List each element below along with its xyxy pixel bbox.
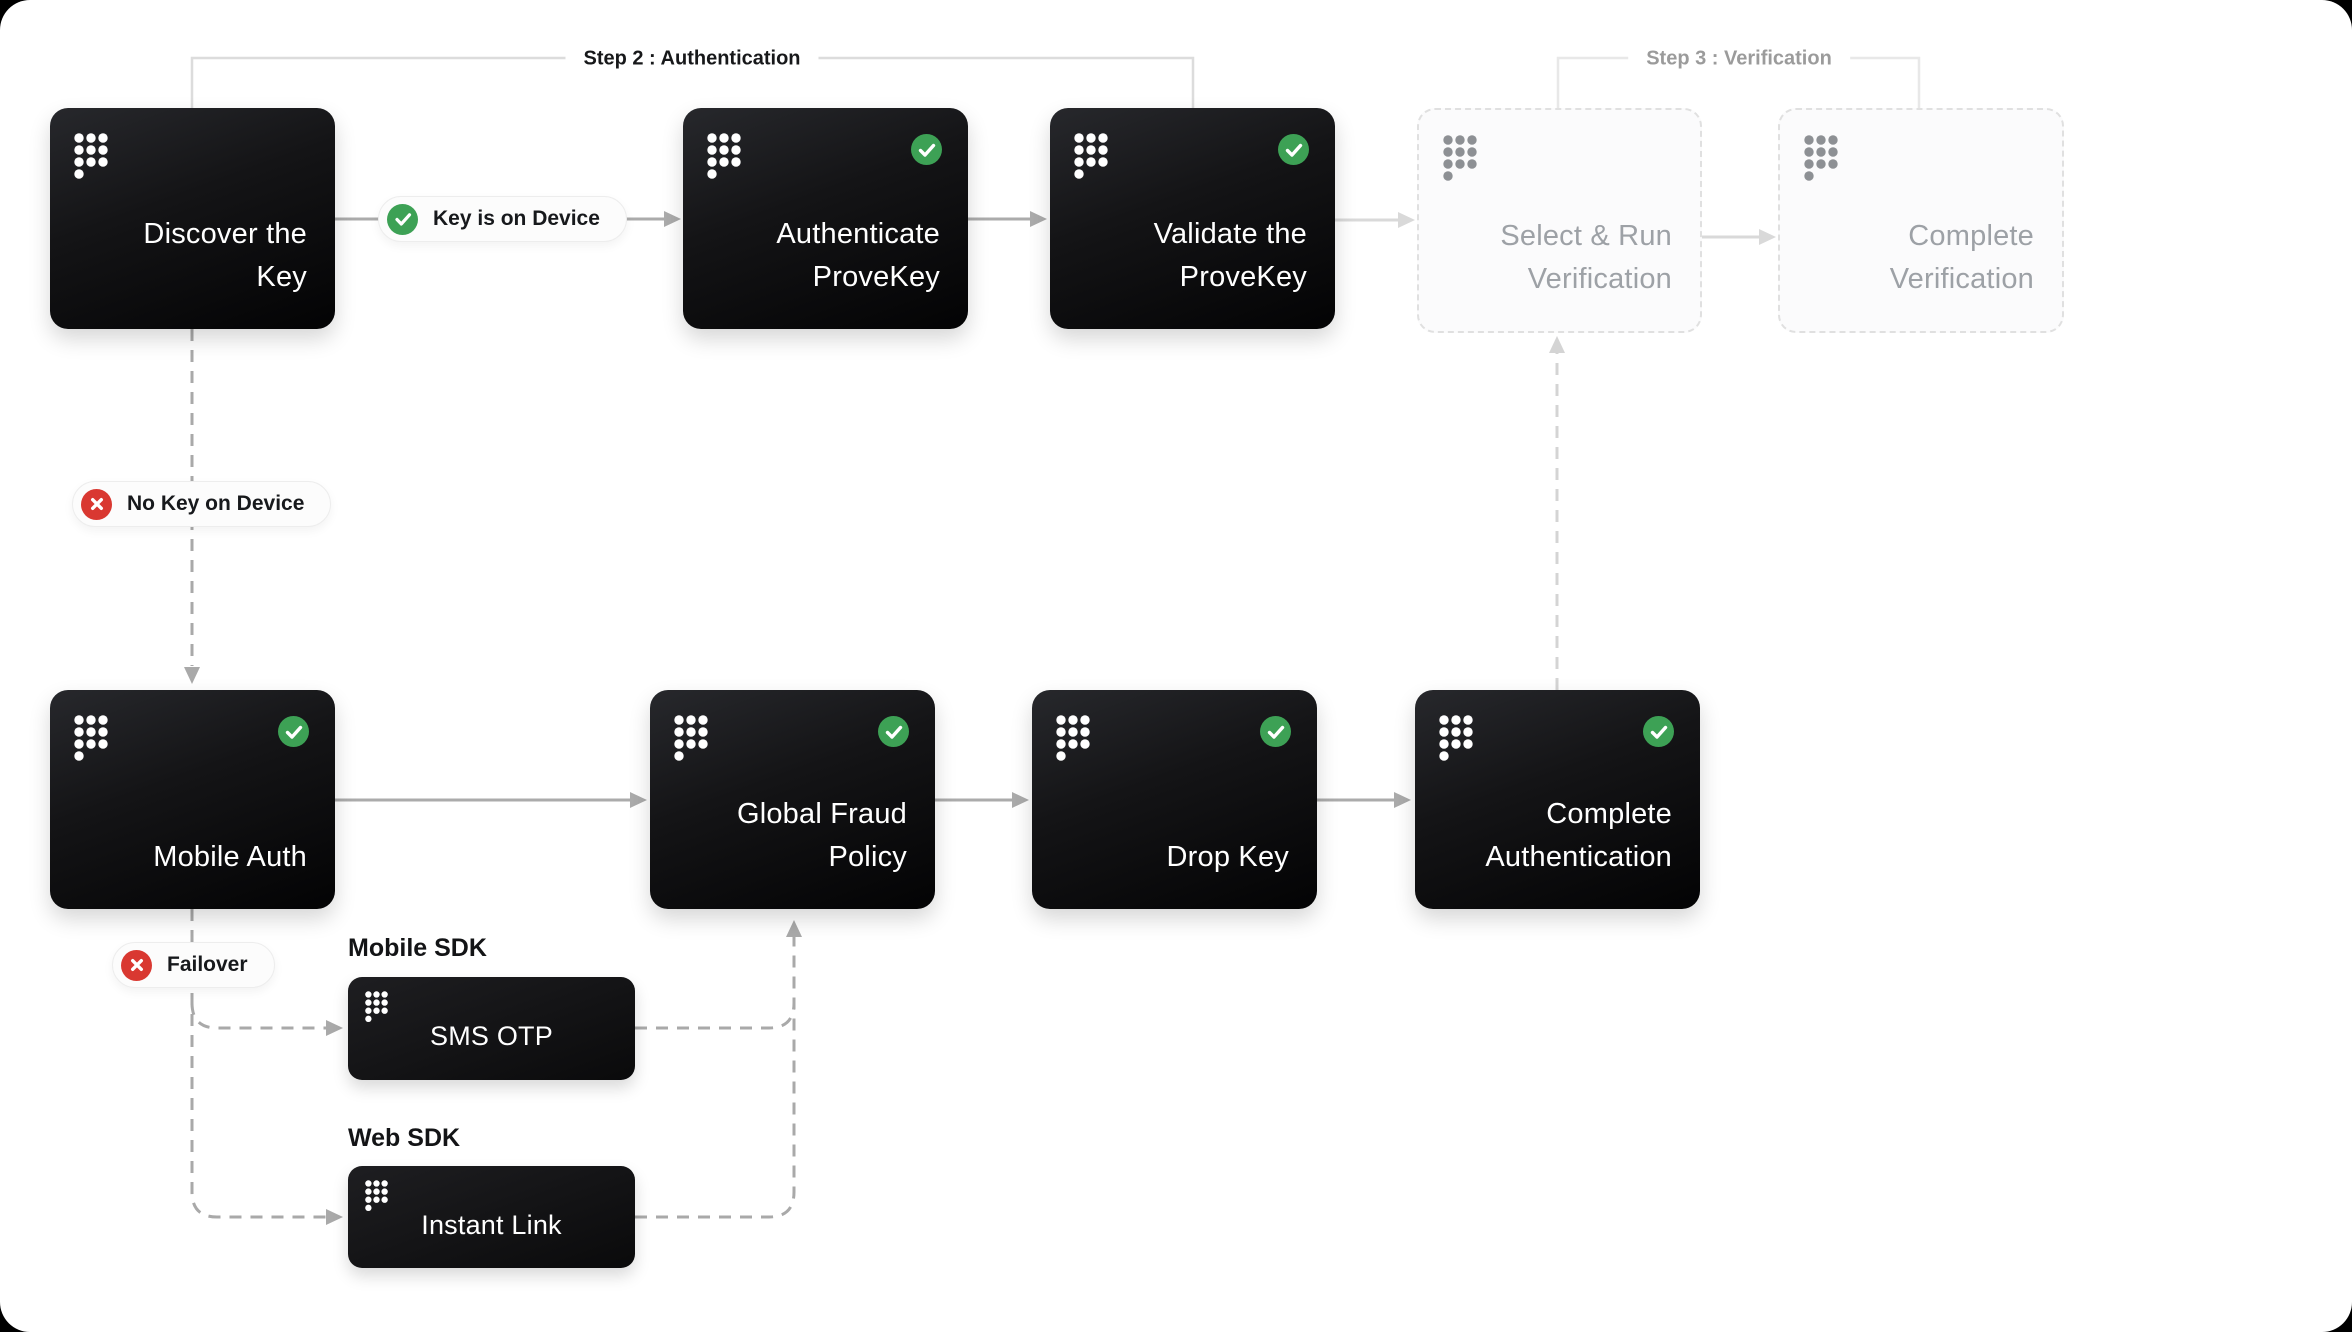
arrow-icon (630, 792, 647, 808)
arrow-icon (664, 211, 681, 227)
edge-global-fraud-policy-to-drop-key (935, 792, 1029, 808)
edge-select-run-to-complete-verification (1700, 229, 1776, 245)
edge-mobile-auth-to-global-fraud-policy (335, 792, 647, 808)
node-title: Instant Link (421, 1209, 562, 1240)
web-sdk-label: Web SDK (348, 1124, 461, 1152)
node-drop-key: Drop Key (1032, 690, 1317, 909)
badge-label: No Key on Device (127, 492, 305, 515)
check-icon (911, 134, 942, 165)
node-instant-link: Instant Link (348, 1166, 635, 1268)
prove-dots-icon (74, 133, 108, 179)
check-icon (278, 716, 309, 747)
arrow-icon (184, 667, 200, 684)
arrow-icon (326, 1020, 343, 1036)
edge-instant-link-to-global-fraud-policy (635, 920, 802, 1219)
arrow-icon (1759, 229, 1776, 245)
arrow-icon (1030, 211, 1047, 227)
prove-dots-icon (707, 133, 741, 179)
edge-sms-otp-to-global-fraud-policy (635, 1002, 796, 1030)
node-title: SMS OTP (430, 1021, 553, 1051)
edge-authenticate-to-validate (968, 211, 1047, 227)
edge-validate-to-select-run (1335, 212, 1415, 228)
prove-dots-icon (1074, 133, 1108, 179)
mobile-sdk-label: Mobile SDK (348, 934, 487, 962)
prove-dots-icon (365, 1180, 388, 1212)
edge-complete-authentication-to-select-run (1549, 336, 1565, 690)
prove-dots-icon (1439, 715, 1473, 761)
node-sms-otp: SMS OTP (348, 977, 635, 1080)
x-icon (81, 488, 112, 520)
badge-failover: Failover (112, 942, 275, 988)
check-icon (387, 203, 418, 235)
badge-label: Key is on Device (433, 207, 600, 230)
prove-dots-icon (1443, 135, 1477, 181)
arrow-icon (1394, 792, 1411, 808)
prove-dots-icon (365, 991, 388, 1023)
arrow-icon (1012, 792, 1029, 808)
arrow-icon (326, 1209, 343, 1225)
check-icon (1643, 716, 1674, 747)
step2-group-label: Step 2 : Authentication (565, 45, 819, 73)
edge-drop-key-to-complete-authentication (1317, 792, 1411, 808)
edge-failover-to-instant-link (190, 909, 343, 1225)
arrow-icon (1398, 212, 1415, 228)
badge-no-key-on-device: No Key on Device (72, 481, 332, 527)
edge-failover-to-sms-otp (190, 1002, 343, 1036)
prove-dots-icon (1804, 135, 1838, 181)
prove-dots-icon (674, 715, 708, 761)
arrow-icon (1549, 336, 1565, 353)
x-icon (121, 949, 152, 981)
check-icon (878, 716, 909, 747)
step3-group-label: Step 3 : Verification (1628, 45, 1850, 73)
node-title: Mobile Auth (153, 841, 307, 873)
arrow-icon (786, 920, 802, 937)
badge-key-is-on-device: Key is on Device (378, 196, 627, 242)
prove-dots-icon (1056, 715, 1090, 761)
prove-dots-icon (74, 715, 108, 761)
check-icon (1260, 716, 1291, 747)
check-icon (1278, 134, 1309, 165)
node-mobile-auth: Mobile Auth (50, 690, 335, 909)
node-title: Drop Key (1166, 841, 1289, 873)
badge-label: Failover (167, 953, 248, 976)
